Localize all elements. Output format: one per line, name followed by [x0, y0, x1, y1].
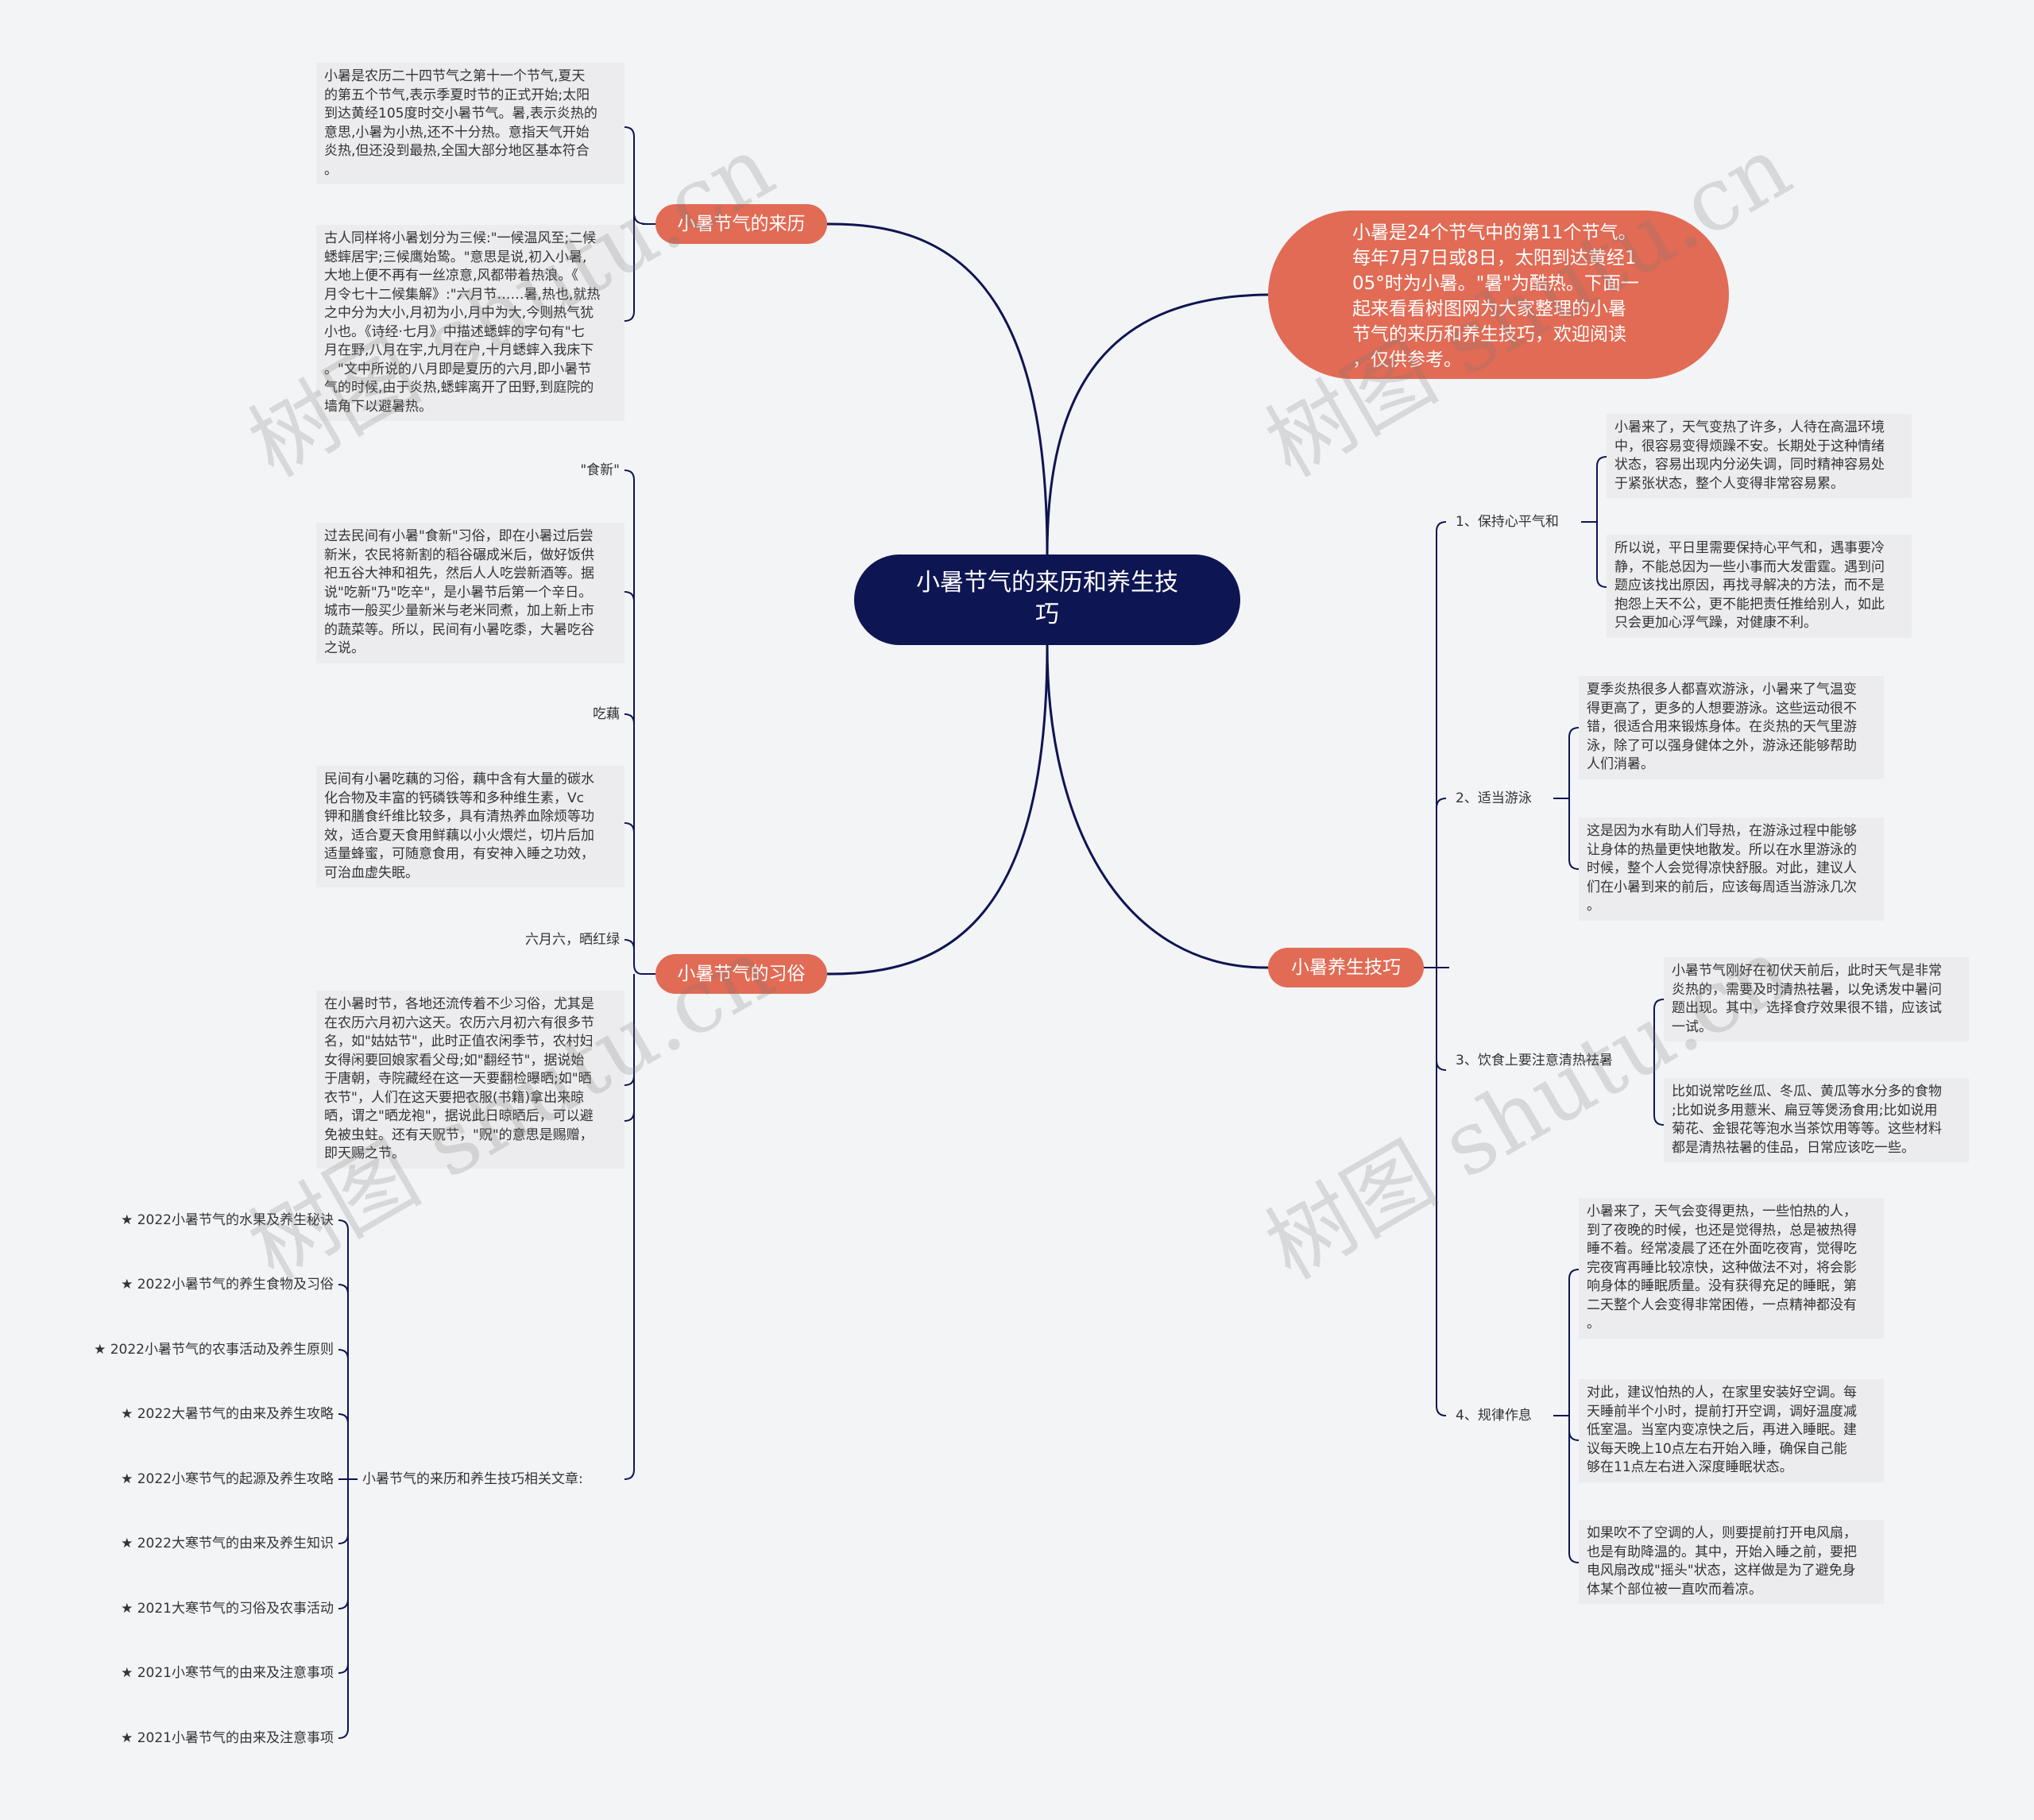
- branch-customs[interactable]: 小暑节气的习俗: [655, 954, 827, 994]
- origin-text-1[interactable]: 小暑是农历二十四节气之第十一个节气,夏天 的第五个节气,表示季夏时节的正式开始;…: [316, 63, 625, 184]
- health-tip-4-text-2[interactable]: 对此，建议怕热的人，在家里安装好空调。每 天睡前半个小时，提前打开空调，调好温度…: [1579, 1379, 1884, 1482]
- related-articles-heading-label: 小暑节气的来历和养生技巧相关文章:: [362, 1471, 583, 1487]
- related-article-label: ★ 2022小暑节气的水果及养生秘诀: [121, 1212, 334, 1228]
- related-article-label: ★ 2021大寒节气的习俗及农事活动: [121, 1601, 334, 1617]
- related-article-link[interactable]: ★ 2022小寒节气的起源及养生攻略: [91, 1469, 338, 1490]
- health-tip-2-text-1-content: 夏季炎热很多人都喜欢游泳，小暑来了气温变 得更高了，更多的人想要游泳。这些运动很…: [1587, 682, 1857, 772]
- custom-title-shixin[interactable]: "食新": [566, 460, 625, 481]
- link-customs: [826, 644, 1049, 976]
- custom-title-ou-label: 吃藕: [593, 706, 620, 722]
- health-tip-4-label: 4、规律作息: [1456, 1408, 1532, 1424]
- health-tip-4-text-3[interactable]: 如果吹不了空调的人，则要提前打开电风扇， 也是有助降温的。其中，开始入睡之前，要…: [1579, 1520, 1884, 1604]
- health-tip-3-title[interactable]: 3、饮食上要注意清热祛暑: [1451, 1050, 1659, 1071]
- custom-text-ou[interactable]: 民间有小暑吃藕的习俗，藕中含有大量的碳水 化合物及丰富的钙磷铁等和多种维生素，V…: [316, 766, 625, 887]
- custom-text-liuyueliu[interactable]: 在小暑时节，各地还流传着不少习俗，尤其是 在农历六月初六这天。农历六月初六有很多…: [316, 991, 625, 1169]
- health-tip-4-text-1[interactable]: 小暑来了，天气会变得更热，一些怕热的人， 到了夜晚的时候，也还是觉得热，总是被热…: [1579, 1198, 1884, 1339]
- health-tip-4-text-1-content: 小暑来了，天气会变得更热，一些怕热的人， 到了夜晚的时候，也还是觉得热，总是被热…: [1587, 1204, 1857, 1331]
- health-tip-2-text-1[interactable]: 夏季炎热很多人都喜欢游泳，小暑来了气温变 得更高了，更多的人想要游泳。这些运动很…: [1579, 676, 1884, 779]
- health-tip-2-label: 2、适当游泳: [1456, 790, 1532, 806]
- intro-text: 小暑是24个节气中的第11个节气。 每年7月7日或8日，太阳到达黄经1 05°时…: [1352, 222, 1639, 370]
- health-tip-3-text-2[interactable]: 比如说常吃丝瓜、冬瓜、黄瓜等水分多的食物 ;比如说多用薏米、扁豆等煲汤食用;比如…: [1664, 1078, 1969, 1162]
- custom-text-shixin[interactable]: 过去民间有小暑"食新"习俗，即在小暑过后尝 新米，农民将新割的稻谷碾成米后，做好…: [316, 523, 625, 663]
- health-tip-3-text-2-content: 比如说常吃丝瓜、冬瓜、黄瓜等水分多的食物 ;比如说多用薏米、扁豆等煲汤食用;比如…: [1672, 1084, 1942, 1156]
- health-tip-3-text-1-content: 小暑节气刚好在初伏天前后，此时天气是非常 炎热的，需要及时清热祛暑，以免诱发中暑…: [1672, 963, 1942, 1035]
- link-intro: [1046, 293, 1269, 555]
- custom-text-ou-content: 民间有小暑吃藕的习俗，藕中含有大量的碳水 化合物及丰富的钙磷铁等和多种维生素，V…: [324, 771, 594, 881]
- health-tip-1-text-1[interactable]: 小暑来了，天气变热了许多，人待在高温环境 中，很容易变得烦躁不安。长期处于这种情…: [1607, 414, 1912, 498]
- custom-title-liuyueliu[interactable]: 六月六，晒红绿: [504, 929, 625, 950]
- branch-health-label: 小暑养生技巧: [1291, 957, 1401, 978]
- branch-origin-label: 小暑节气的来历: [677, 214, 806, 234]
- related-article-link[interactable]: ★ 2021小寒节气的由来及注意事项: [91, 1663, 338, 1683]
- related-article-link[interactable]: ★ 2021大寒节气的习俗及农事活动: [91, 1598, 338, 1619]
- related-article-label: ★ 2022小暑节气的养生食物及习俗: [121, 1277, 334, 1293]
- link-origin: [826, 222, 1049, 555]
- custom-title-shixin-label: "食新": [580, 462, 620, 478]
- origin-text-2[interactable]: 古人同样将小暑划分为三候:"一候温风至;二候 蟋蟀居宇;三候鹰始鸷。"意思是说,…: [316, 225, 625, 421]
- related-article-label: ★ 2021小暑节气的由来及注意事项: [121, 1730, 334, 1746]
- related-articles-heading: 小暑节气的来历和养生技巧相关文章:: [358, 1469, 625, 1490]
- health-tip-3-label: 3、饮食上要注意清热祛暑: [1456, 1053, 1613, 1068]
- related-article-link[interactable]: ★ 2022小暑节气的农事活动及养生原则: [62, 1339, 338, 1360]
- intro-topic[interactable]: 小暑是24个节气中的第11个节气。 每年7月7日或8日，太阳到达黄经1 05°时…: [1268, 211, 1729, 379]
- custom-text-shixin-content: 过去民间有小暑"食新"习俗，即在小暑过后尝 新米，农民将新割的稻谷碾成米后，做好…: [324, 528, 594, 656]
- related-article-label: ★ 2022大暑节气的由来及养生攻略: [121, 1406, 334, 1422]
- related-article-link[interactable]: ★ 2022小暑节气的养生食物及习俗: [91, 1274, 338, 1295]
- origin-text-1-content: 小暑是农历二十四节气之第十一个节气,夏天 的第五个节气,表示季夏时节的正式开始;…: [324, 68, 597, 178]
- related-article-link[interactable]: ★ 2022大暑节气的由来及养生攻略: [91, 1404, 338, 1424]
- custom-text-liuyueliu-content: 在小暑时节，各地还流传着不少习俗，尤其是 在农历六月初六这天。农历六月初六有很多…: [324, 996, 594, 1161]
- custom-title-liuyueliu-label: 六月六，晒红绿: [525, 932, 620, 948]
- health-tip-1-text-1-content: 小暑来了，天气变热了许多，人待在高温环境 中，很容易变得烦躁不安。长期处于这种情…: [1614, 419, 1885, 492]
- health-tip-2-title[interactable]: 2、适当游泳: [1451, 788, 1559, 809]
- health-tip-1-text-2[interactable]: 所以说，平日里需要保持心平气和，遇事要冷 静，不能总因为一些小事而大发雷霆。遇到…: [1607, 535, 1912, 638]
- health-tip-1-label: 1、保持心平气和: [1456, 514, 1559, 530]
- related-article-label: ★ 2022大寒节气的由来及养生知识: [121, 1536, 334, 1551]
- health-tip-4-text-3-content: 如果吹不了空调的人，则要提前打开电风扇， 也是有助降温的。其中，开始入睡之前，要…: [1587, 1525, 1857, 1598]
- origin-text-2-content: 古人同样将小暑划分为三候:"一候温风至;二候 蟋蟀居宇;三候鹰始鸷。"意思是说,…: [324, 230, 601, 415]
- related-article-label: ★ 2022小暑节气的农事活动及养生原则: [94, 1342, 334, 1358]
- health-tip-1-text-2-content: 所以说，平日里需要保持心平气和，遇事要冷 静，不能总因为一些小事而大发雷霆。遇到…: [1614, 540, 1885, 631]
- health-tip-3-text-1[interactable]: 小暑节气刚好在初伏天前后，此时天气是非常 炎热的，需要及时清热祛暑，以免诱发中暑…: [1664, 957, 1969, 1041]
- health-tip-2-text-2[interactable]: 这是因为水有助人们导热，在游泳过程中能够 让身体的热量更快地散发。所以在水里游泳…: [1579, 817, 1884, 921]
- related-article-link[interactable]: ★ 2021小暑节气的由来及注意事项: [91, 1728, 338, 1749]
- branch-customs-label: 小暑节气的习俗: [677, 964, 806, 984]
- related-article-label: ★ 2021小寒节气的由来及注意事项: [121, 1665, 334, 1681]
- health-tip-1-title[interactable]: 1、保持心平气和: [1451, 512, 1586, 532]
- related-article-link[interactable]: ★ 2022小暑节气的水果及养生秘诀: [91, 1210, 338, 1231]
- root-topic-label: 小暑节气的来历和养生技 巧: [916, 569, 1178, 628]
- custom-title-ou[interactable]: 吃藕: [577, 704, 625, 725]
- related-article-label: ★ 2022小寒节气的起源及养生攻略: [121, 1471, 334, 1487]
- branch-health[interactable]: 小暑养生技巧: [1268, 948, 1424, 987]
- link-health: [1046, 644, 1269, 969]
- health-tip-4-text-2-content: 对此，建议怕热的人，在家里安装好空调。每 天睡前半个小时，提前打开空调，调好温度…: [1587, 1385, 1857, 1475]
- branch-origin[interactable]: 小暑节气的来历: [655, 204, 827, 244]
- health-tip-2-text-2-content: 这是因为水有助人们导热，在游泳过程中能够 让身体的热量更快地散发。所以在水里游泳…: [1587, 823, 1857, 914]
- root-topic[interactable]: 小暑节气的来历和养生技 巧: [854, 555, 1240, 645]
- related-article-link[interactable]: ★ 2022大寒节气的由来及养生知识: [91, 1533, 338, 1554]
- health-tip-4-title[interactable]: 4、规律作息: [1451, 1405, 1559, 1426]
